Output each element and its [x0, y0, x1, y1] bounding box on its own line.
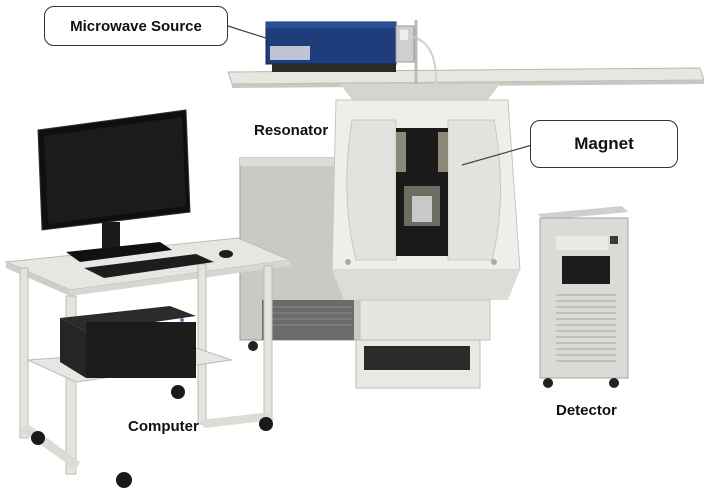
magnet-label: Magnet — [530, 120, 678, 168]
detector-cabinet — [538, 206, 629, 388]
magnet-callout — [461, 144, 533, 166]
magnet-text: Magnet — [574, 134, 634, 153]
magnet-housing — [331, 99, 521, 389]
computer-workstation — [4, 109, 292, 488]
microwave-source-callout — [227, 25, 273, 41]
computer-label: Computer — [128, 418, 199, 435]
detector-label: Detector — [556, 402, 617, 419]
microwave-source-label: Microwave Source — [44, 6, 228, 46]
microwave-source-text: Microwave Source — [70, 17, 202, 35]
resonator-label: Resonator — [254, 122, 329, 139]
microwave-source-unit — [265, 21, 415, 72]
